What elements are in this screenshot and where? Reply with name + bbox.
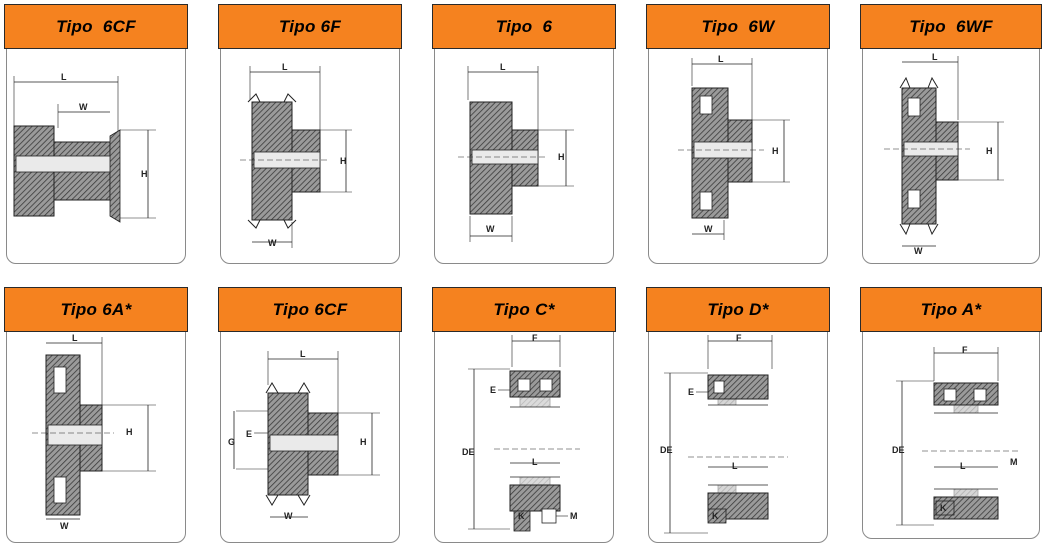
dim-label-k: K [712, 511, 719, 521]
dim-label-l: L [500, 62, 506, 72]
dim-label-h: H [126, 427, 133, 437]
card-title: Tipo D* [707, 299, 769, 319]
dim-label-l: L [532, 457, 538, 467]
dim-label-de: DE [892, 445, 905, 455]
dim-label-l: L [300, 349, 306, 359]
drawing-6cf: L W H [13, 72, 156, 223]
dim-label-m: M [1010, 457, 1018, 467]
pulley-card-6cf: Tipo 6CF L W H [4, 4, 188, 264]
pulley-card-6: Tipo 6 L H W [432, 4, 616, 264]
dim-label-h: H [360, 437, 367, 447]
pulley-card-6cf-2: Tipo 6CF L G E H W [218, 287, 402, 543]
card-title: Tipo 6CF [272, 299, 348, 319]
dim-label-w: W [704, 224, 713, 234]
card-header: Tipo 6A* [4, 287, 188, 332]
drawing-6w: L H W [678, 54, 790, 240]
dim-label-w: W [284, 511, 293, 521]
card-title: Tipo C* [493, 299, 555, 319]
drawing-c: F E DE L K M [462, 333, 580, 532]
card-header: Tipo D* [646, 287, 830, 332]
card-header: Tipo 6 [432, 4, 616, 49]
dim-label-m: M [570, 511, 578, 521]
card-header: Tipo 6CF [4, 4, 188, 49]
dim-label-l: L [732, 461, 738, 471]
dim-label-k: K [518, 511, 525, 521]
dim-label-k: K [940, 503, 947, 513]
dim-label-w: W [268, 238, 277, 248]
card-header: Tipo C* [432, 287, 616, 332]
dim-label-e: E [490, 385, 496, 395]
card-title: Tipo 6 [495, 16, 553, 36]
dim-label-l: L [718, 54, 724, 64]
card-title: Tipo 6W [701, 16, 775, 36]
card-title: Tipo 6WF [909, 16, 993, 36]
dim-label-w: W [914, 246, 923, 256]
card-title: Tipo 6F [278, 16, 342, 36]
dim-label-w: W [486, 224, 495, 234]
dim-label-f: F [736, 333, 742, 343]
drawing-6f: L H W [240, 62, 352, 248]
pulley-card-6w: Tipo 6W L H W [646, 4, 830, 264]
dim-label-g: G [228, 437, 235, 447]
dim-label-de: DE [462, 447, 475, 457]
card-header: Tipo 6F [218, 4, 402, 49]
dim-label-f: F [962, 345, 968, 355]
dim-label-l: L [282, 62, 288, 72]
dim-label-l: L [61, 72, 67, 82]
pulley-card-a: Tipo A* F DE L M K [860, 287, 1042, 539]
dim-label-h: H [141, 169, 148, 179]
dim-label-h: H [558, 152, 565, 162]
card-title: Tipo 6CF [56, 16, 136, 36]
card-header: Tipo 6WF [860, 4, 1042, 49]
card-title: Tipo A* [920, 299, 982, 319]
card-header: Tipo A* [860, 287, 1042, 332]
dim-label-w: W [79, 102, 88, 112]
pulley-card-6a: Tipo 6A* L H W [4, 287, 188, 543]
dim-label-h: H [772, 146, 779, 156]
drawing-6: L H W [458, 62, 574, 242]
drawing-6wf: L H W [884, 52, 1004, 256]
dim-label-l: L [72, 333, 78, 343]
dim-label-h: H [986, 146, 993, 156]
card-header: Tipo 6CF [218, 287, 402, 332]
dim-label-l: L [960, 461, 966, 471]
dim-label-w: W [60, 521, 69, 531]
pulley-card-d: Tipo D* F E DE L K [646, 287, 830, 543]
dim-label-de: DE [660, 445, 673, 455]
card-header: Tipo 6W [646, 4, 830, 49]
drawing-d: F E DE L K [660, 333, 788, 534]
dim-label-f: F [532, 333, 538, 343]
card-title: Tipo 6A* [60, 299, 132, 319]
pulley-card-6f: Tipo 6F L H W [218, 4, 402, 264]
drawing-6a: L H W [32, 333, 156, 531]
dim-label-l: L [932, 52, 938, 62]
drawing-a: F DE L M K [892, 345, 1018, 526]
dim-label-e: E [246, 429, 252, 439]
pulley-card-c: Tipo C* F E DE L K M [432, 287, 616, 543]
pulley-card-6wf: Tipo 6WF L H W [860, 4, 1042, 264]
dim-label-e: E [688, 387, 694, 397]
dim-label-h: H [340, 156, 347, 166]
drawing-6cf-2: L G E H W [228, 349, 380, 521]
